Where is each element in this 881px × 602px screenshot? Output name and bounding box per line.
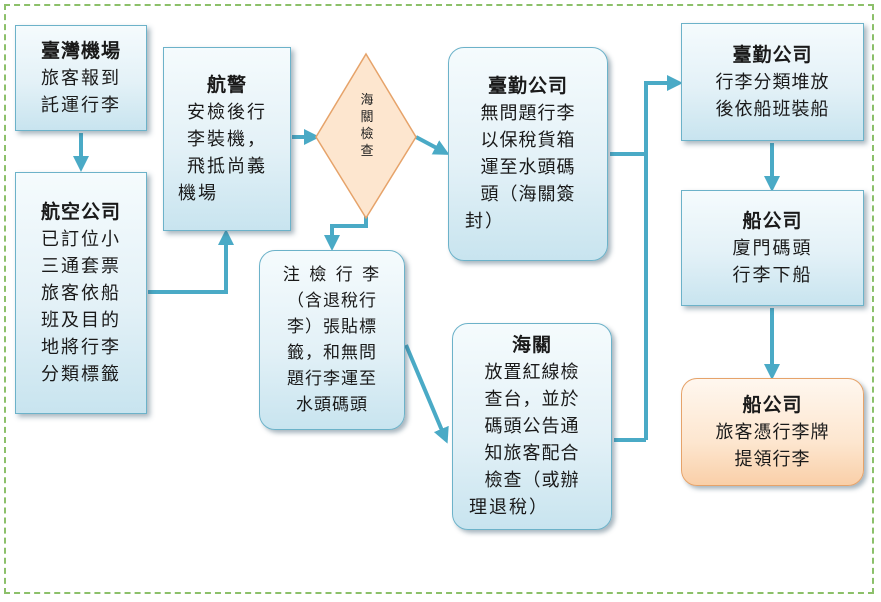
arrow-tag-to-customs [404,344,449,444]
node-line: 已訂位小 [41,228,121,250]
node-line: 李）張貼標 [287,317,377,337]
node-title: 海關 [511,334,552,356]
node-title: 航警 [206,73,247,96]
node-police: 航警 安檢後行 李裝機， 飛抵尚義 機場 [163,47,291,231]
node-line: 頭（海關簽 [480,184,576,205]
customs-check-char: 檢 [360,127,374,142]
diagram-frame [4,4,874,594]
node-line: 李裝機， [187,128,267,150]
node-title: 航空公司 [40,200,121,223]
customs-check-diamond [315,52,417,220]
node-line: 地將行李 [41,336,121,358]
node-ship-xiamen: 船公司 廈門碼頭 行李下船 [681,190,864,306]
node-ship-claim: 船公司 旅客憑行李牌 提領行李 [681,378,864,486]
node-line: 旅客依船 [41,282,121,304]
node-line: 放置紅線檢 [484,362,580,383]
node-line: 知旅客配合 [484,443,580,464]
node-title: 臺勤公司 [487,75,568,97]
arrow-customs-check-to-taiqin [415,135,450,155]
customs-check-label: 海 關 檢 查 [352,92,382,160]
customs-check-char: 海 [360,93,374,108]
node-line: 廈門碼頭 [732,237,813,259]
node-line: （含退稅行 [287,291,377,311]
arrow-airline-to-police [148,229,234,294]
arrow-trunk-to-taiqin2 [644,75,683,440]
node-customs: 海關 放置紅線檢 查台，並於 碼頭公告通 知旅客配合 檢查（或辦 理退稅） [452,323,612,530]
node-line: 機場 [178,182,218,204]
node-taiwan-airport: 臺灣機場 旅客報到 託運行李 [15,25,147,131]
node-line: 無問題行李 [480,103,576,124]
arrow-customs-check-to-tag [324,216,368,251]
node-taiqin-1: 臺勤公司 無問題行李 以保稅貨箱 運至水頭碼 頭（海關簽 封） [448,47,608,261]
node-line: 封） [465,211,505,232]
node-tag-luggage: 注 檢 行 李 （含退稅行 李）張貼標 籤，和無問 題行李運至 水頭碼頭 [259,250,405,430]
node-line: 三通套票 [41,255,121,277]
node-line: 籤，和無問 [287,343,377,363]
node-title: 船公司 [742,393,803,416]
node-line: 飛抵尚義 [187,155,267,177]
node-airline: 航空公司 已訂位小 三通套票 旅客依船 班及目的 地將行李 分類標籤 [15,172,147,414]
node-line: 注 檢 行 李 [282,265,382,285]
node-line: 班及目的 [41,309,121,331]
node-line: 題行李運至 [287,369,377,389]
node-title: 臺勤公司 [732,43,813,66]
node-taiqin-2: 臺勤公司 行李分類堆放 後依船班裝船 [681,23,864,141]
node-line: 後依船班裝船 [715,98,830,120]
node-line: 查台，並於 [484,389,580,410]
node-line: 行李下船 [732,264,813,286]
node-title: 臺灣機場 [40,39,121,62]
node-line: 安檢後行 [187,101,267,123]
customs-check-char: 關 [360,110,374,125]
node-line: 運至水頭碼 [480,157,576,178]
node-line: 水頭碼頭 [296,395,368,415]
node-line: 旅客憑行李牌 [715,421,830,443]
node-line: 行李分類堆放 [715,71,830,93]
node-line: 託運行李 [41,94,121,116]
node-line: 以保稅貨箱 [480,130,576,151]
node-line: 碼頭公告通 [484,416,580,437]
node-line: 提領行李 [734,448,811,470]
node-line: 分類標籤 [41,363,121,385]
node-line: 理退稅） [469,497,549,518]
node-title: 船公司 [742,209,803,232]
node-line: 檢查（或辦 [484,470,580,491]
customs-check-char: 查 [360,144,374,159]
node-line: 旅客報到 [41,67,121,89]
